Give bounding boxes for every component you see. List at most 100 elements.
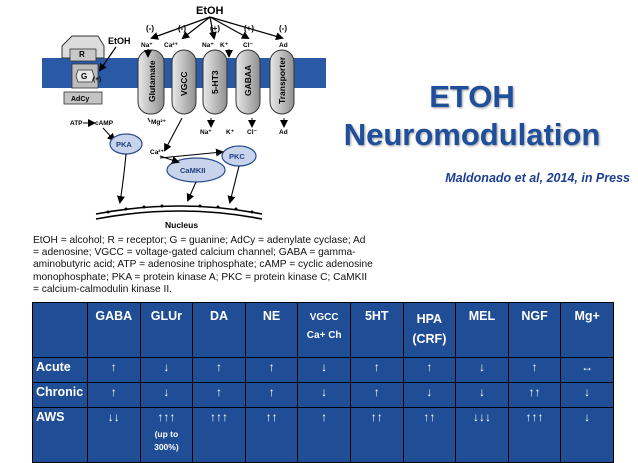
legend-line: aminobutyric acid; ATP = adenosine triph… <box>33 259 373 271</box>
legend-line: EtOH = alcohol; R = receptor; G = guanin… <box>33 235 366 246</box>
header-glur: GLUr <box>139 302 194 358</box>
sign-gaba: (+) <box>244 24 254 33</box>
table-cell: ↓ <box>560 382 614 408</box>
table-cell: ↑↑ <box>244 407 299 463</box>
etoh-left-label: EtOH <box>108 36 131 46</box>
svg-text:PKC: PKC <box>229 152 245 161</box>
title-line-2: Neuromodulation <box>343 117 601 152</box>
5ht3-channel: 5-HT3 <box>202 49 228 115</box>
header-vgcc: VGCC Ca+ Ch <box>297 302 351 358</box>
neuromodulation-table: GABA GLUr DA NE VGCC Ca+ Ch 5HT HPA (CRF… <box>32 302 614 463</box>
nucleus <box>95 205 263 220</box>
table-cell: ↑↑ <box>402 407 457 463</box>
table-cell: ↓ <box>297 357 351 383</box>
table-cell: ↓ <box>402 382 457 408</box>
table-cell: ↑↑↑ <box>507 407 562 463</box>
header-ngf: NGF <box>507 302 562 358</box>
table-cell: ↑ <box>87 382 141 408</box>
cell-value: ↑↑↑ <box>157 410 176 424</box>
ion-na-top-1: Na⁺ <box>141 42 153 49</box>
legend-line: monophosphate; PKA = protein kinase A; P… <box>33 271 368 283</box>
ion-ad-top: Ad <box>279 42 288 49</box>
table-cell: ↑ <box>192 357 246 383</box>
table-cell: ↓ <box>297 382 351 408</box>
citation: Maldonado et al, 2014, in Press <box>445 171 630 185</box>
svg-text:G: G <box>81 72 87 81</box>
ion-k-top: K⁺ <box>220 42 229 49</box>
slide-title: ETOH Neuromodulation <box>322 78 622 154</box>
cell-note: (up to 300%) <box>154 429 179 452</box>
ion-k-bottom: K⁺ <box>226 129 235 136</box>
svg-text:Transporter: Transporter <box>277 56 287 104</box>
table-cell: ↑ <box>507 357 562 383</box>
gpcr-receptor: R G AdCy (+) <box>61 35 105 105</box>
header-mg: Mg+ <box>560 302 614 358</box>
gaba-a-channel: GABAA <box>235 49 261 115</box>
ion-ca-top: Ca²⁺ <box>164 42 178 49</box>
transporter-channel: Transporter <box>269 49 295 115</box>
svg-text:Glutamate: Glutamate <box>147 60 157 102</box>
sign-vgcc: (-) <box>178 24 186 33</box>
legend-line: = calcium-calmodulin kinase II. <box>33 283 173 295</box>
table-cell: ↓ <box>139 382 194 408</box>
table-cell: ↓ <box>455 382 509 408</box>
table-cell: ↑ <box>87 357 141 383</box>
camp-label: cAMP <box>95 120 114 127</box>
table-header-row: GABA GLUr DA NE VGCC Ca+ Ch 5HT HPA (CRF… <box>32 302 614 358</box>
row-label: Chronic <box>32 382 88 408</box>
ion-cl-bottom: Cl⁻ <box>247 129 258 136</box>
header-da: DA <box>192 302 246 358</box>
svg-text:5-HT3: 5-HT3 <box>210 70 220 94</box>
nucleus-label: Nucleus <box>165 220 198 230</box>
header-mel: MEL <box>455 302 509 358</box>
svg-text:CaMKII: CaMKII <box>180 166 205 175</box>
table-cell: ↑↑↑ (up to 300%) <box>139 407 194 463</box>
ion-flow-arrows <box>144 49 288 128</box>
table-cell: ↓ <box>139 357 194 383</box>
glutamate-channel: Glutamate <box>137 49 165 115</box>
svg-text:PKA: PKA <box>116 140 132 149</box>
header-5ht: 5HT <box>349 302 404 358</box>
table-cell: ↑↑ <box>349 407 404 463</box>
table-cell: ↔ <box>560 357 614 383</box>
row-label: AWS <box>32 407 88 463</box>
table-cell: ↓↓ <box>87 407 141 463</box>
mg-label: Mg²⁺ <box>151 119 167 126</box>
table-cell: ↑ <box>297 407 351 463</box>
table-cell: ↑ <box>244 357 299 383</box>
svg-text:VGCC: VGCC <box>179 71 189 96</box>
legend-line: = adenosine; VGCC = voltage-gated calciu… <box>33 247 356 259</box>
table-cell: ↑ <box>244 382 299 408</box>
sign-5ht3: (+) <box>210 24 220 33</box>
ion-na-bottom: Na⁺ <box>200 129 212 136</box>
signal-arrows <box>117 148 240 204</box>
table-cell: ↑ <box>349 382 404 408</box>
svg-text:AdCy: AdCy <box>71 96 89 103</box>
table-cell: ↑ <box>402 357 457 383</box>
ion-ad-bottom: Ad <box>279 129 288 136</box>
ion-cl-top: Cl⁻ <box>243 42 254 49</box>
table-cell: ↑ <box>192 382 246 408</box>
table-cell: ↓ <box>560 407 614 463</box>
table-row-acute: Acute ↑ ↓ ↑ ↑ ↓ ↑ ↑ ↓ ↑ ↔ <box>32 357 614 383</box>
header-ne: NE <box>244 302 299 358</box>
vgcc-channel: VGCC <box>171 49 197 115</box>
table-cell: ↑ <box>349 357 404 383</box>
table-row-aws: AWS ↓↓ ↑↑↑ (up to 300%) ↑↑↑ ↑↑ ↑ ↑↑ ↑↑ ↓… <box>32 407 614 463</box>
table-cell: ↓↓↓ <box>455 407 509 463</box>
ca-label: Ca²⁺ <box>150 149 164 156</box>
etoh-top-label: EtOH <box>196 5 224 17</box>
nucleus-pores <box>106 204 254 214</box>
ion-na-top-2: Na⁺ <box>202 42 214 49</box>
atp-label: ATP <box>70 120 83 127</box>
table-cell: ↑↑ <box>507 382 562 408</box>
title-line-1: ETOH <box>429 79 515 114</box>
abbreviation-legend: EtOH = alcohol; R = receptor; G = guanin… <box>33 235 373 296</box>
header-corner <box>32 302 88 358</box>
row-label: Acute <box>32 357 88 383</box>
svg-text:R: R <box>79 50 85 59</box>
neuromodulation-diagram: Glutamate VGCC 5-HT3 GABAA Transporter E… <box>42 5 326 230</box>
etoh-branches <box>150 16 284 41</box>
header-hpa: HPA (CRF) <box>402 302 457 358</box>
table-row-chronic: Chronic ↑ ↓ ↑ ↑ ↓ ↑ ↓ ↓ ↑↑ ↓ <box>32 382 614 408</box>
